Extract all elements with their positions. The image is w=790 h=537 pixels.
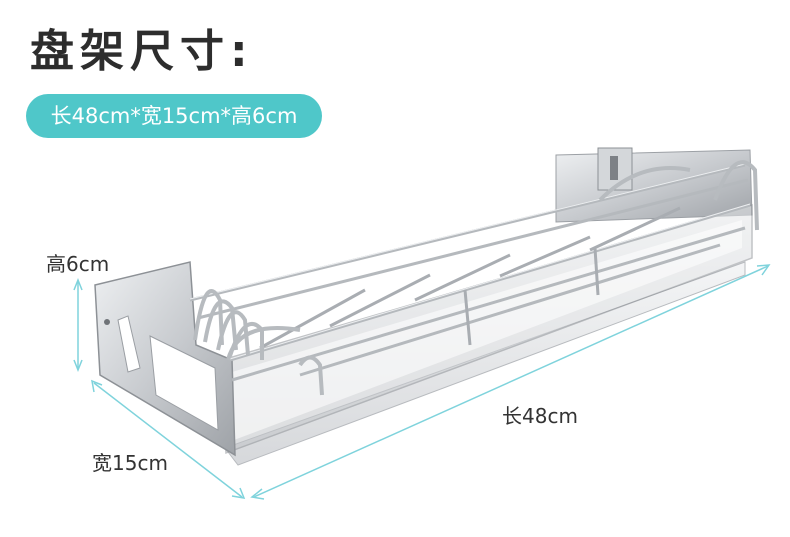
width-dimension-line <box>93 382 243 498</box>
length-dimension-line <box>253 265 769 498</box>
dimension-lines <box>73 264 771 500</box>
dish-dividers <box>193 160 759 396</box>
width-label: 宽15cm <box>92 451 168 475</box>
cross-wires <box>259 206 681 350</box>
height-arrow-top <box>73 277 83 291</box>
width-arrow-bottom <box>231 487 246 499</box>
height-arrow-bottom <box>73 359 83 373</box>
length-arrow-left <box>250 488 265 500</box>
length-label: 长48cm <box>502 404 578 428</box>
front-frame <box>221 203 753 455</box>
wire-rails <box>189 163 751 382</box>
length-arrow-right <box>756 264 771 276</box>
height-label: 高6cm <box>46 252 110 276</box>
width-arrow-top <box>91 379 103 393</box>
spec-badge: 长48cm*宽15cm*高6cm <box>26 94 322 138</box>
wire-rail-highlights <box>189 163 751 360</box>
page-title: 盘架尺寸: <box>30 26 254 77</box>
